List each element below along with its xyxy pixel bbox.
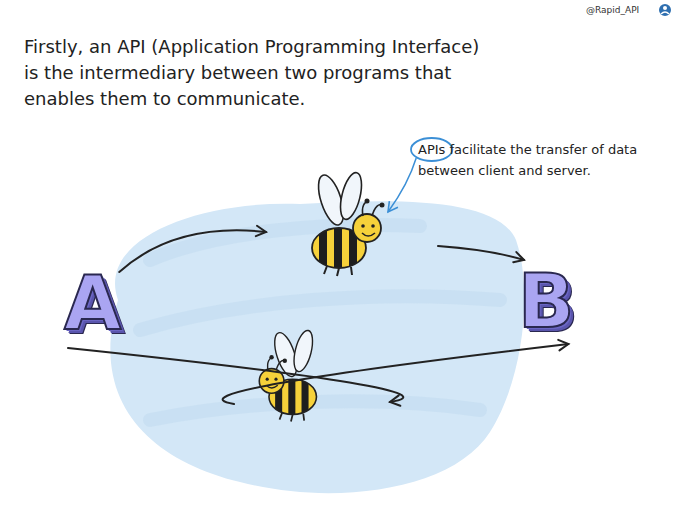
connector-arrow: [68, 340, 568, 406]
node-letter: A: [64, 266, 121, 340]
connector-arrow: [119, 226, 524, 272]
mid-arrowhead: [256, 226, 266, 236]
connector-line: [119, 230, 266, 272]
node-letter: B: [518, 264, 574, 338]
arrowhead: [513, 252, 524, 262]
sky-blob: [110, 201, 524, 493]
watermark: @Rapid_API: [586, 5, 639, 16]
bee-bottom: [259, 329, 316, 422]
letter-node: B: [518, 264, 574, 338]
arrowhead: [558, 340, 568, 350]
leader-arrowhead: [388, 201, 398, 212]
leader-arrow: [388, 158, 416, 212]
title-text: Firstly, an API (Application Programming…: [24, 34, 494, 112]
bee-top: [312, 171, 385, 276]
connector-line: [438, 246, 524, 260]
connector-line: [223, 344, 569, 404]
mid-arrowhead: [390, 395, 400, 405]
callout-note: APIs facilitate the transfer of data bet…: [418, 140, 658, 182]
watermark-icon: [659, 4, 671, 16]
connector-line: [68, 348, 403, 402]
letter-node: A: [64, 266, 121, 340]
